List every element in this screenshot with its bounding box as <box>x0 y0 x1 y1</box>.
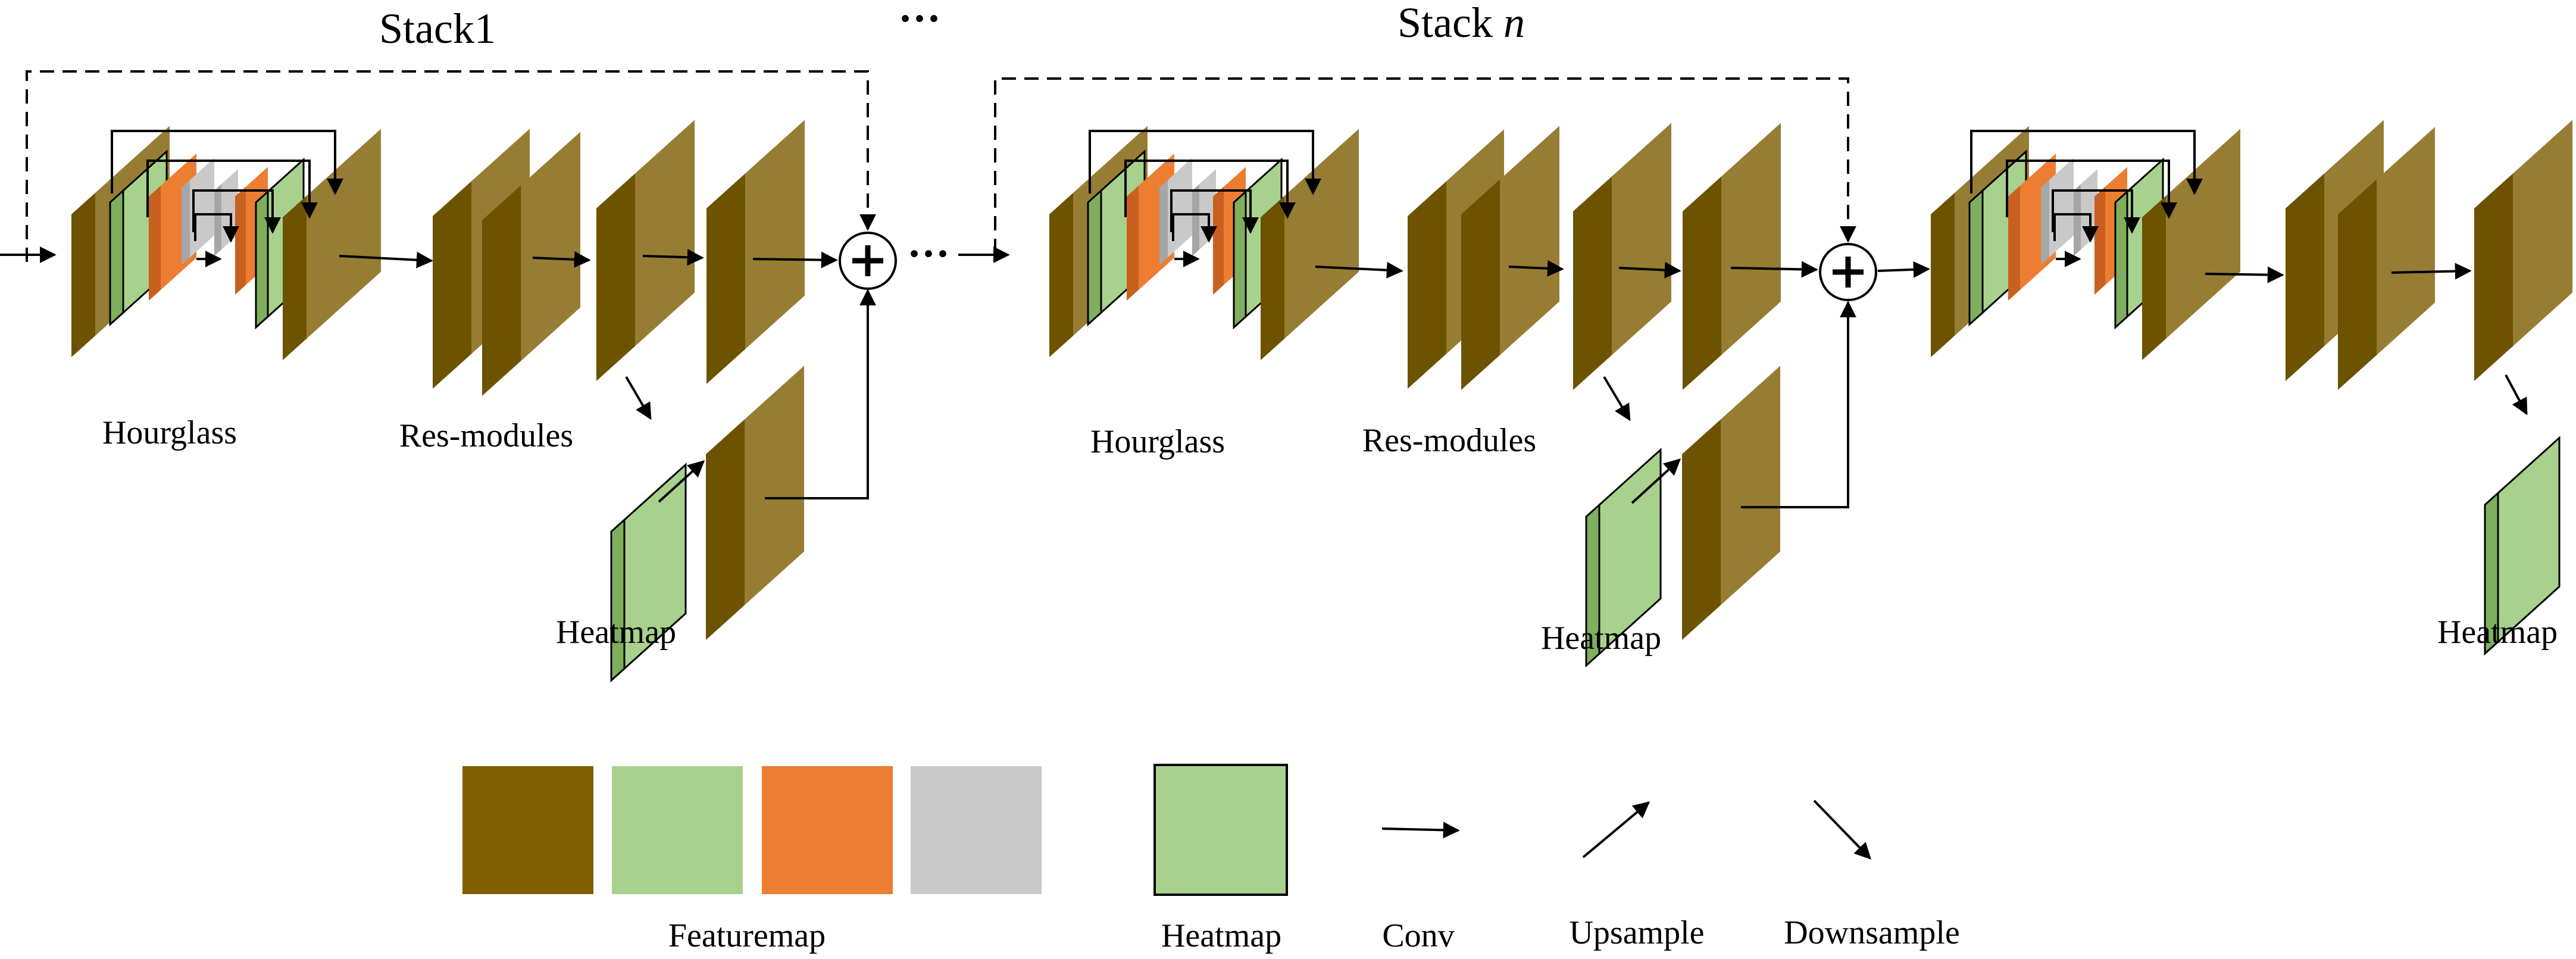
legend-heatmap-swatch <box>1153 764 1288 896</box>
featuremap <box>2142 129 2240 360</box>
legend-conv-arrow <box>1381 821 1460 839</box>
upsample-arrow <box>658 460 705 503</box>
hourglass-label-stack1: Hourglass <box>102 414 237 451</box>
skip-bracket <box>1089 130 1321 195</box>
heatmap-label-final: Heatmap <box>2437 614 2558 651</box>
legend-conv-label: Conv <box>1382 917 1454 954</box>
conv-arrow <box>2205 266 2284 283</box>
res-modules-label-stackn: Res-modules <box>1362 422 1536 459</box>
skip-bracket <box>2053 213 2099 243</box>
skip-bracket <box>146 160 318 219</box>
skip-bracket <box>111 130 343 195</box>
legend-heatmap-label: Heatmap <box>1161 917 1281 954</box>
featuremap <box>2474 120 2572 381</box>
featuremap <box>596 120 695 381</box>
heatmap <box>2484 436 2561 656</box>
conv-arrow <box>339 251 433 268</box>
legend-swatch-orange <box>762 766 893 894</box>
upsample-arrow <box>1631 458 1681 504</box>
featuremap <box>283 129 381 360</box>
conv-arrow <box>752 251 838 268</box>
skip-bracket <box>194 213 239 243</box>
hourglass-final <box>1931 126 2240 360</box>
legend-downsample-arrow <box>1813 799 1871 860</box>
ellipsis-mid: ··· <box>907 230 950 277</box>
conv-arrow <box>1508 260 1564 277</box>
featuremap <box>1461 126 1559 390</box>
legend: Featuremap Heatmap Conv Upsample Downsam… <box>462 764 1960 954</box>
skip-bracket <box>1970 130 2203 195</box>
plus-node-stackn <box>1819 243 1877 301</box>
heatmap <box>1585 448 1662 668</box>
downsample-arrow <box>625 376 652 420</box>
featuremap <box>706 366 804 640</box>
hourglass-label-stackn: Hourglass <box>1090 423 1225 460</box>
output-arrow-stackn <box>1877 261 1930 278</box>
downsample-arrow <box>1603 376 1631 421</box>
ellipsis-top: ··· <box>898 0 941 42</box>
skip-bracket <box>1172 213 1217 243</box>
featuremap <box>1682 366 1780 640</box>
conv-arrow <box>1730 261 1818 278</box>
skip-bracket <box>2006 160 2177 219</box>
hourglass-stack1 <box>71 126 381 360</box>
skip-bracket <box>2052 189 2140 234</box>
conv-arrow <box>1315 261 1403 279</box>
legend-upsample-label: Upsample <box>1569 914 1704 951</box>
heatmap-return-arrow <box>765 289 876 499</box>
featuremap <box>1573 123 1671 390</box>
featuremap <box>1261 129 1359 360</box>
heatmap-label-stack1: Heatmap <box>556 614 676 651</box>
conv-arrow <box>2391 263 2472 280</box>
featuremap <box>2338 127 2435 390</box>
legend-downsample-label: Downsample <box>1784 914 1960 951</box>
stack1-title: Stack1 <box>379 5 496 52</box>
heatmap-label-stackn: Heatmap <box>1541 620 1661 657</box>
skip-bracket <box>1170 189 1259 234</box>
stackn-title: Stack n <box>1398 0 1525 46</box>
skip-connection-stack1 <box>26 70 876 262</box>
legend-swatch-gray <box>911 766 1042 894</box>
legend-swatch-feature-dark <box>462 766 593 894</box>
featuremap <box>482 132 580 396</box>
stackn-title-var: n <box>1503 0 1525 46</box>
stackn-title-prefix: Stack <box>1398 0 1503 46</box>
skip-bracket <box>192 189 281 234</box>
gray-featuremap <box>2074 169 2097 256</box>
heatmap-return-arrow <box>1741 301 1856 508</box>
skip-connection-stackn <box>994 77 1856 253</box>
downsample-arrow <box>2505 374 2528 416</box>
legend-featuremap-label: Featuremap <box>668 917 826 954</box>
legend-upsample-arrow <box>1582 801 1650 858</box>
featuremap <box>1683 123 1781 390</box>
conv-arrow <box>1618 261 1681 279</box>
featuremap <box>706 120 805 384</box>
hourglass-stackn <box>1049 126 1359 360</box>
gray-featuremap <box>214 169 238 256</box>
skip-bracket <box>1124 160 1296 219</box>
legend-swatch-green <box>612 766 743 894</box>
heatmap <box>610 463 687 683</box>
plus-node-stack1 <box>839 232 897 290</box>
gray-featuremap <box>1192 169 1216 256</box>
res-modules-label-stack1: Res-modules <box>399 417 573 454</box>
conv-arrow <box>532 251 591 268</box>
conv-arrow <box>642 249 704 266</box>
